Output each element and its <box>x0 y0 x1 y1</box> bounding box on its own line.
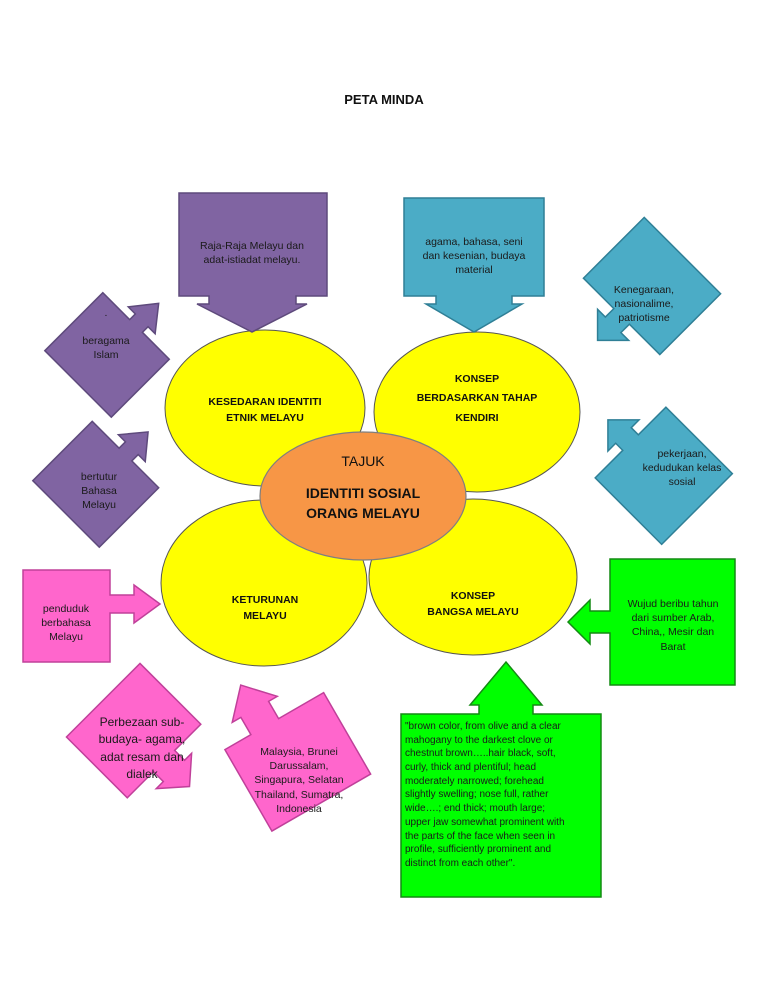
callout-agama-text: agama, bahasa, seni dan kesenian, budaya… <box>422 236 526 277</box>
callout-kenegaraan <box>582 216 722 356</box>
callout-wujud <box>566 558 736 686</box>
callout-perbezaan-text: Perbezaan sub- budaya- agama, adat resam… <box>98 715 186 782</box>
callout-perbezaan <box>65 662 202 799</box>
callout-wujud-text: Wujud beribu tahun dari sumber Arab, Chi… <box>627 598 719 653</box>
callout-bahasa <box>31 420 160 549</box>
callout-quote-text: "brown color, from olive and a clear mah… <box>405 721 565 869</box>
center-title: IDENTITI SOSIAL ORANG MELAYU <box>305 485 421 521</box>
callout-penduduk <box>22 569 162 663</box>
callout-agama <box>403 197 545 333</box>
center-ellipse <box>259 431 467 561</box>
callout-raja-text: Raja-Raja Melayu dan adat-istiadat melay… <box>200 240 304 267</box>
petal-top-right-label: KONSEP BERDASARKAN TAHAP KENDIRI <box>416 373 538 424</box>
callout-bahasa-text: bertutur Bahasa Melayu <box>80 471 118 512</box>
callout-pekerjaan-text: pekerjaan, kedudukan kelas sosial <box>642 448 722 489</box>
callout-quote <box>400 660 602 898</box>
callout-islam <box>43 291 171 419</box>
callout-kenegaraan-text: Kenegaraan, nasionalime, patriotisme <box>613 284 675 325</box>
callout-penduduk-text: penduduk berbahasa Melayu <box>41 603 91 644</box>
petal-bottom-left-label: KETURUNAN MELAYU <box>231 594 299 623</box>
petal-bottom-right-label: KONSEP BANGSA MELAYU <box>427 590 519 619</box>
callout-malaysia-text: Malaysia, Brunei Darussalam, Singapura, … <box>254 746 344 815</box>
callout-malaysia <box>223 684 372 833</box>
center-label: TAJUK <box>341 453 385 469</box>
callout-pekerjaan <box>594 406 734 546</box>
petal-top-left-label: KESEDARAN IDENTITI ETNIK MELAYU <box>208 396 322 425</box>
page-title: PETA MINDA <box>344 92 424 107</box>
callout-raja <box>178 192 328 333</box>
callout-islam-text: beragama Islam <box>82 335 130 362</box>
callout-islam-dot: . <box>104 307 108 319</box>
